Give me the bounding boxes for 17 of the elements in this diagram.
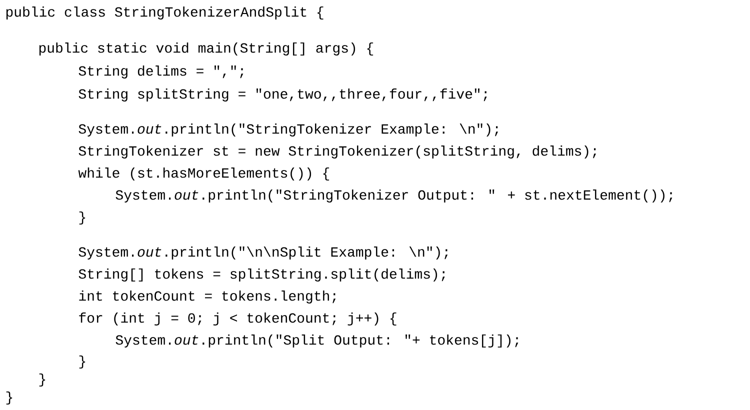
code-line: public class StringTokenizerAndSplit { (6, 6, 324, 20)
code-line: while (st.hasMoreElements()) { (78, 167, 330, 181)
code-line: } (39, 373, 46, 387)
code-line: System.out.println("StringTokenizer Output: " + st.nextElement()); (116, 189, 672, 203)
code-line: int tokenCount = tokens.length; (79, 290, 336, 304)
code-line: System.out.println("\n\nSplit Example: \n"); (78, 246, 448, 260)
code-line: String delims = ","; (78, 65, 244, 79)
code-line: } (79, 355, 86, 369)
code-line: String splitString = "one,two,,three,four,,five"; (78, 88, 487, 102)
code-line: } (79, 211, 86, 225)
code-line: System.out.println("StringTokenizer Example: \n"); (78, 123, 498, 137)
code-line: public static void main(String[] args) { (39, 42, 374, 56)
code-line: for (int j = 0; j < tokenCount; j++) { (79, 312, 396, 326)
code-line: System.out.println("Split Output: "+ tokens[j]); (116, 334, 518, 348)
code-line: String[] tokens = splitString.split(delims); (78, 268, 445, 282)
code-line: } (6, 391, 12, 405)
code-line: StringTokenizer st = new StringTokenizer(splitString, delims); (78, 145, 596, 159)
